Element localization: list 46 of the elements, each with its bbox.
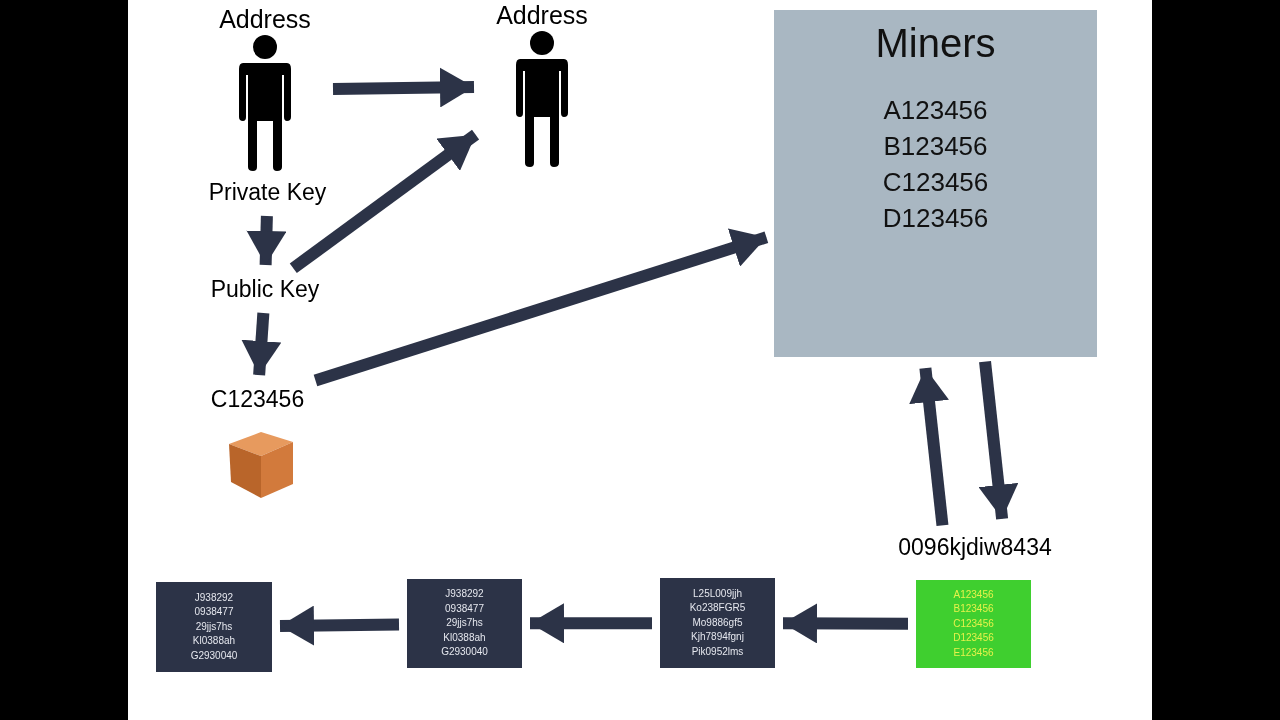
arrow — [246, 215, 287, 266]
hash-text: D123456 — [953, 631, 994, 646]
arrow — [279, 605, 400, 646]
miners-panel — [774, 10, 1097, 357]
hash-text: Kl0388ah — [443, 630, 486, 645]
arrow — [978, 361, 1019, 520]
hash-text: C123456 — [953, 616, 994, 631]
hash-text: Kjh7894fgnj — [691, 630, 744, 645]
hash-text: L25L009jjh — [693, 586, 742, 601]
hash-text: Pik0952lms — [691, 644, 744, 659]
hash-text: 29jjs7hs — [446, 616, 483, 631]
hash-text: A123456 — [953, 587, 994, 602]
address-label: Address — [219, 4, 311, 35]
hash-text: 29jjs7hs — [195, 619, 233, 634]
hash-text: B123456 — [953, 602, 994, 617]
pending-block — [916, 580, 1031, 668]
hash-text: G2930040 — [190, 648, 238, 663]
arrow — [332, 67, 475, 108]
arrow — [782, 603, 909, 644]
miner-id: A123456 — [883, 94, 988, 127]
chain-block — [407, 579, 522, 668]
panel-title: Miners — [875, 20, 996, 67]
chain-block — [156, 582, 272, 672]
hash-text: Ko238FGR5 — [689, 601, 746, 616]
hash-text: E123456 — [953, 645, 994, 660]
arrow — [241, 312, 282, 376]
arrow — [289, 129, 480, 274]
hash-text: Mo9886gf5 — [692, 615, 743, 630]
hash-text: J938292 — [194, 590, 234, 605]
miner-id: B123456 — [883, 130, 988, 163]
hash-text: 0938477 — [445, 601, 484, 616]
key-label: 0096kjdiw8434 — [898, 532, 1052, 562]
key-label: Public Key — [210, 274, 320, 304]
hash-text: J938292 — [445, 587, 484, 602]
hash-text: G2930040 — [441, 645, 488, 660]
hash-text: Kl0388ah — [192, 634, 236, 649]
address-label: Address — [496, 0, 588, 31]
arrow — [529, 603, 653, 644]
chain-block — [660, 578, 775, 668]
miner-id: C123456 — [882, 166, 989, 199]
arrow — [909, 367, 949, 526]
arrow — [313, 228, 769, 387]
hash-text: 0938477 — [194, 605, 234, 620]
miner-id: D123456 — [882, 202, 989, 235]
key-label: Private Key — [208, 177, 327, 207]
key-label: C123456 — [210, 384, 305, 414]
